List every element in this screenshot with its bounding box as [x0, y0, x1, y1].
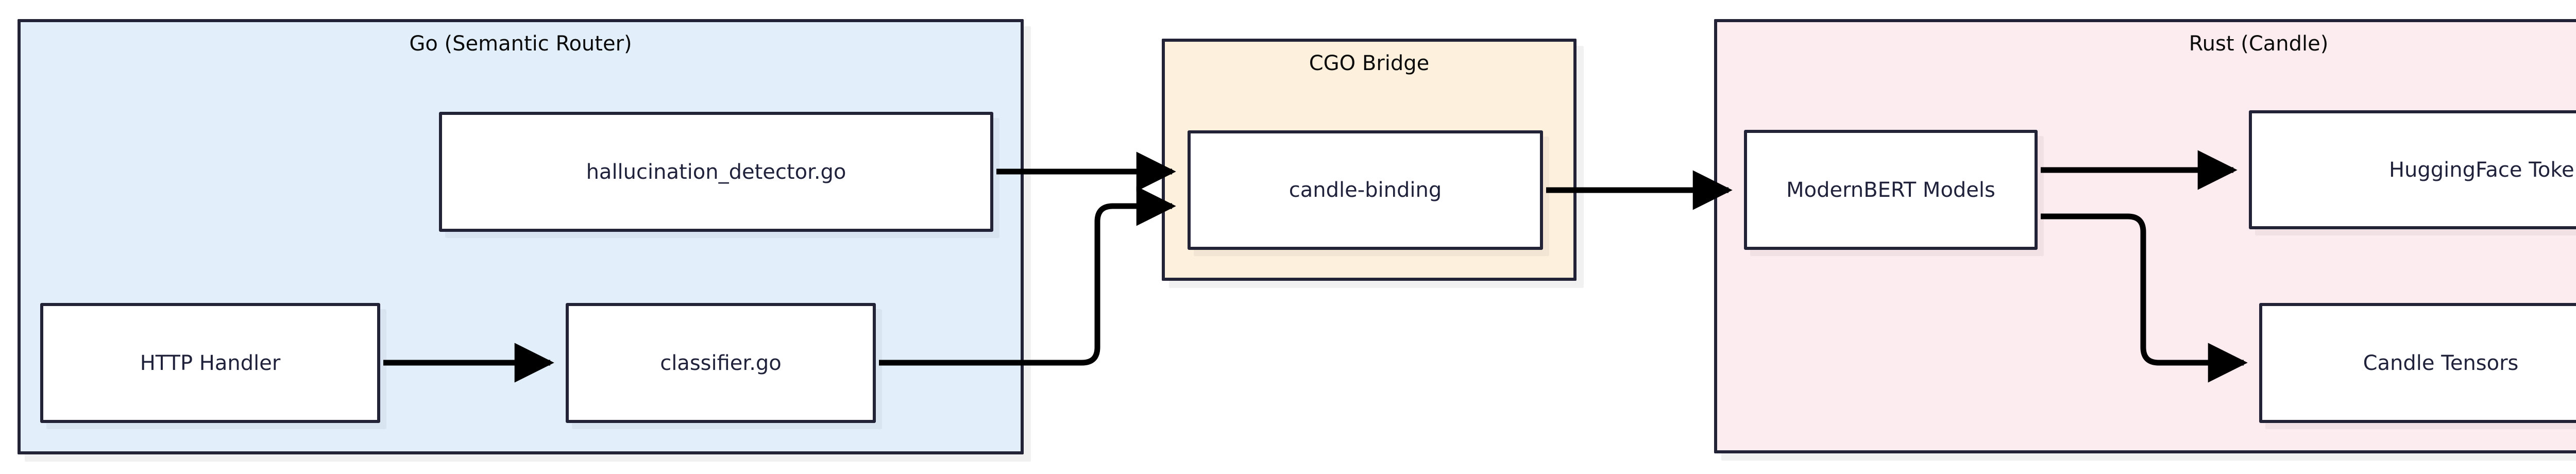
node-http-handler-label: HTTP Handler	[140, 351, 281, 375]
node-classifier-go[interactable]: classifier.go	[566, 303, 876, 423]
node-candle-tensors-label: Candle Tensors	[2363, 351, 2519, 375]
cluster-cgo-title: CGO Bridge	[1309, 52, 1430, 75]
node-candle-binding-label: candle-binding	[1289, 178, 1442, 202]
node-candle-binding[interactable]: candle-binding	[1188, 130, 1543, 250]
node-classifier-go-label: classifier.go	[660, 351, 782, 375]
node-hallucination-detector-go-label: hallucination_detector.go	[586, 160, 846, 184]
node-huggingface-tokenizers[interactable]: HuggingFace Tokenizers	[2249, 110, 2576, 229]
node-modernbert-models-label: ModernBERT Models	[1786, 178, 1995, 202]
node-http-handler[interactable]: HTTP Handler	[40, 303, 380, 423]
node-huggingface-tokenizers-label: HuggingFace Tokenizers	[2388, 158, 2576, 182]
node-modernbert-models[interactable]: ModernBERT Models	[1744, 130, 2038, 250]
node-hallucination-detector-go[interactable]: hallucination_detector.go	[439, 112, 993, 232]
node-candle-tensors[interactable]: Candle Tensors	[2259, 303, 2576, 423]
cluster-rust-title: Rust (Candle)	[2189, 32, 2329, 56]
cluster-go-title: Go (Semantic Router)	[409, 32, 632, 56]
